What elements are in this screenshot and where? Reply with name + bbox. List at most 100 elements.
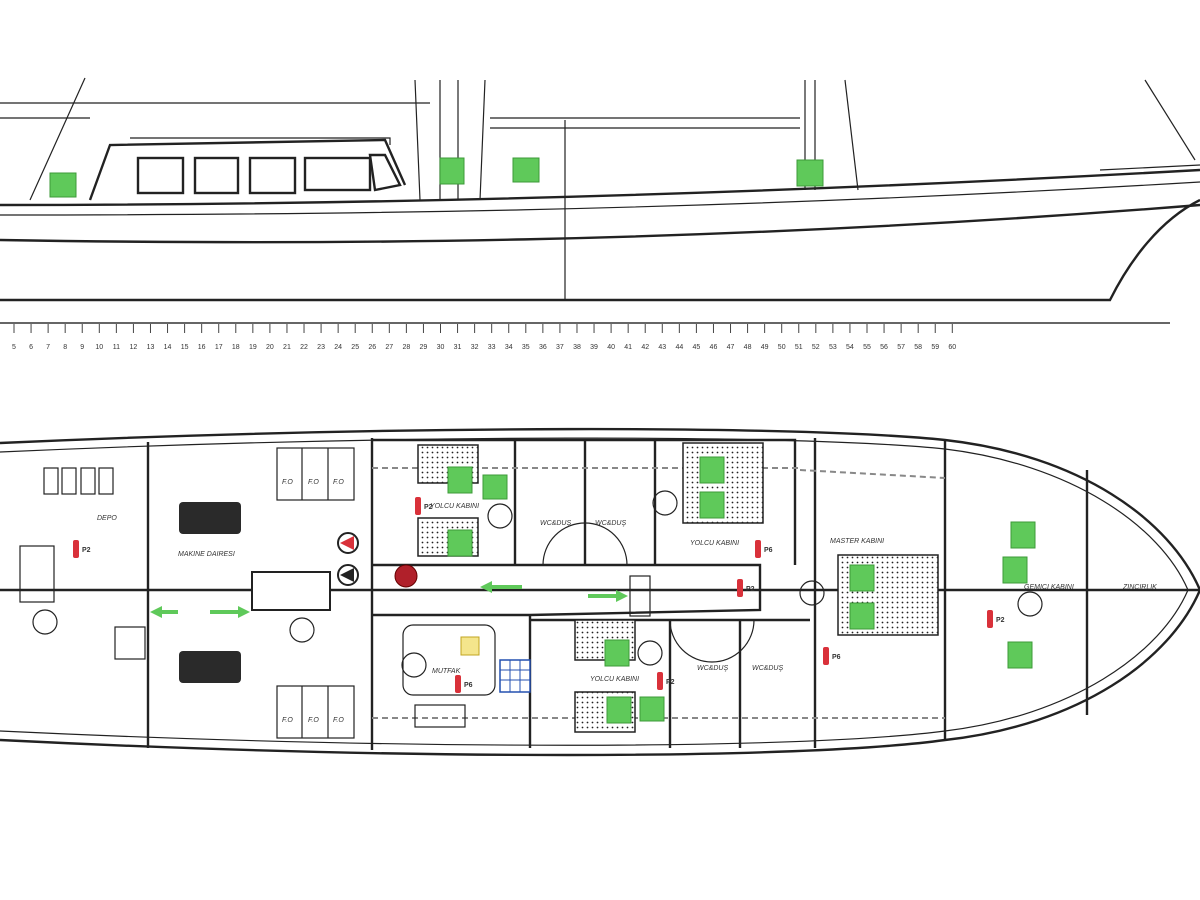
escape-route-arrows xyxy=(150,581,628,618)
ruler-label: 14 xyxy=(164,344,172,351)
ruler-label: 30 xyxy=(437,344,445,351)
ruler-label: 53 xyxy=(829,344,837,351)
main-engine xyxy=(251,571,331,611)
generator xyxy=(179,651,241,683)
fire-extinguisher-icon: P6 xyxy=(455,675,473,693)
ruler-label: 35 xyxy=(522,344,530,351)
fuel-tanks-top xyxy=(276,447,355,501)
deck-line xyxy=(0,168,1200,207)
label-cabin: YOLCU KABINI xyxy=(590,676,639,683)
ruler-label: 52 xyxy=(812,344,820,351)
ruler-label: 36 xyxy=(539,344,547,351)
sheer-line xyxy=(0,203,1200,244)
label-cabin: YOLCU KABINI xyxy=(430,503,479,510)
ruler-label: 49 xyxy=(761,344,769,351)
bowsprit-spar xyxy=(29,77,86,201)
ruler-label: 50 xyxy=(778,344,786,351)
ruler-label: 23 xyxy=(317,344,325,351)
fire-extinguisher-icon: P2 xyxy=(415,497,433,515)
spiral-stairs xyxy=(542,522,755,663)
extinguisher-label: P2 xyxy=(82,547,91,554)
fire-extinguisher-icon: P6 xyxy=(823,647,841,665)
label-chain-locker: ZINCIRLIK xyxy=(1122,584,1157,591)
bulkheads xyxy=(146,438,1089,750)
label-master: MASTER KABINI xyxy=(830,538,884,545)
extinguisher-label: P2 xyxy=(996,617,1005,624)
label-cabin: YOLCU KABINI xyxy=(690,540,739,547)
safety-sign-icon xyxy=(796,159,824,187)
label-crew: GEMICI KABINI xyxy=(1024,584,1074,591)
waterline xyxy=(0,198,1200,302)
hull-outline xyxy=(0,427,1200,757)
ruler-label: 19 xyxy=(249,344,257,351)
label-fuel-tank: F.O xyxy=(333,479,344,486)
generator xyxy=(179,502,241,534)
ruler-label: 59 xyxy=(931,344,939,351)
ruler-label: 42 xyxy=(641,344,649,351)
ruler-label: 51 xyxy=(795,344,803,351)
label-fuel-tank: F.O xyxy=(308,479,319,486)
ruler-label: 29 xyxy=(420,344,428,351)
fire-hose-icon xyxy=(32,490,1043,678)
ruler-label: 8 xyxy=(63,344,67,351)
fuel-tanks-bottom xyxy=(276,685,355,739)
fire-extinguisher-icon: P2 xyxy=(737,579,755,597)
room-labels: DEPO MAKINE DAIRESI YOLCU KABINI YOLCU K… xyxy=(97,479,1157,724)
deckhouse xyxy=(88,138,407,201)
ruler-label: 25 xyxy=(351,344,359,351)
ruler-label: 22 xyxy=(300,344,308,351)
ruler-label: 20 xyxy=(266,344,274,351)
fire-extinguisher-icon: P6 xyxy=(755,540,773,558)
ruler-label: 7 xyxy=(46,344,50,351)
ruler-label: 38 xyxy=(573,344,581,351)
ruler-label: 58 xyxy=(914,344,922,351)
ruler-label: 55 xyxy=(863,344,871,351)
ruler-label: 15 xyxy=(181,344,189,351)
fire-blanket-icon xyxy=(460,636,480,656)
label-wc: WC&DUŞ xyxy=(595,520,626,527)
ruler-label: 17 xyxy=(215,344,223,351)
ruler-label: 40 xyxy=(607,344,615,351)
ruler-label: 45 xyxy=(693,344,701,351)
label-fuel-tank: F.O xyxy=(308,717,319,724)
ruler-label: 37 xyxy=(556,344,564,351)
label-wc: WC&DUŞ xyxy=(752,665,783,672)
storage-racks xyxy=(43,467,114,495)
extinguisher-label: P6 xyxy=(832,654,841,661)
ruler-label: 46 xyxy=(710,344,718,351)
label-engine-room: MAKINE DAIRESI xyxy=(178,551,235,558)
ruler-label: 44 xyxy=(675,344,683,351)
ruler-label: 31 xyxy=(454,344,462,351)
label-fuel-tank: F.O xyxy=(333,717,344,724)
side-profile xyxy=(0,77,1200,302)
extinguisher-label: P2 xyxy=(666,679,675,686)
extinguisher-label: P6 xyxy=(464,682,473,689)
fire-extinguisher-icon: P2 xyxy=(657,672,675,690)
ruler-label: 47 xyxy=(727,344,735,351)
ruler-label: 56 xyxy=(880,344,888,351)
ruler-label: 27 xyxy=(385,344,393,351)
label-fuel-tank: F.O xyxy=(282,479,293,486)
ruler-label: 10 xyxy=(95,344,103,351)
ruler-label: 54 xyxy=(846,344,854,351)
ruler-label: 43 xyxy=(658,344,666,351)
stove-grid xyxy=(499,659,531,693)
safety-sign-icon xyxy=(512,157,540,183)
ruler-label: 16 xyxy=(198,344,206,351)
ruler-label: 13 xyxy=(147,344,155,351)
ruler-label: 9 xyxy=(80,344,84,351)
galley-counter xyxy=(402,624,496,696)
extinguisher-label: P6 xyxy=(764,547,773,554)
ruler-label: 34 xyxy=(505,344,513,351)
ruler-label: 26 xyxy=(368,344,376,351)
ruler-label: 11 xyxy=(113,344,120,351)
extinguisher-label: P2 xyxy=(746,586,755,593)
label-depo: DEPO xyxy=(97,515,117,522)
ruler-label: 24 xyxy=(334,344,342,351)
ruler-label: 21 xyxy=(283,344,291,351)
ruler-label: 18 xyxy=(232,344,240,351)
